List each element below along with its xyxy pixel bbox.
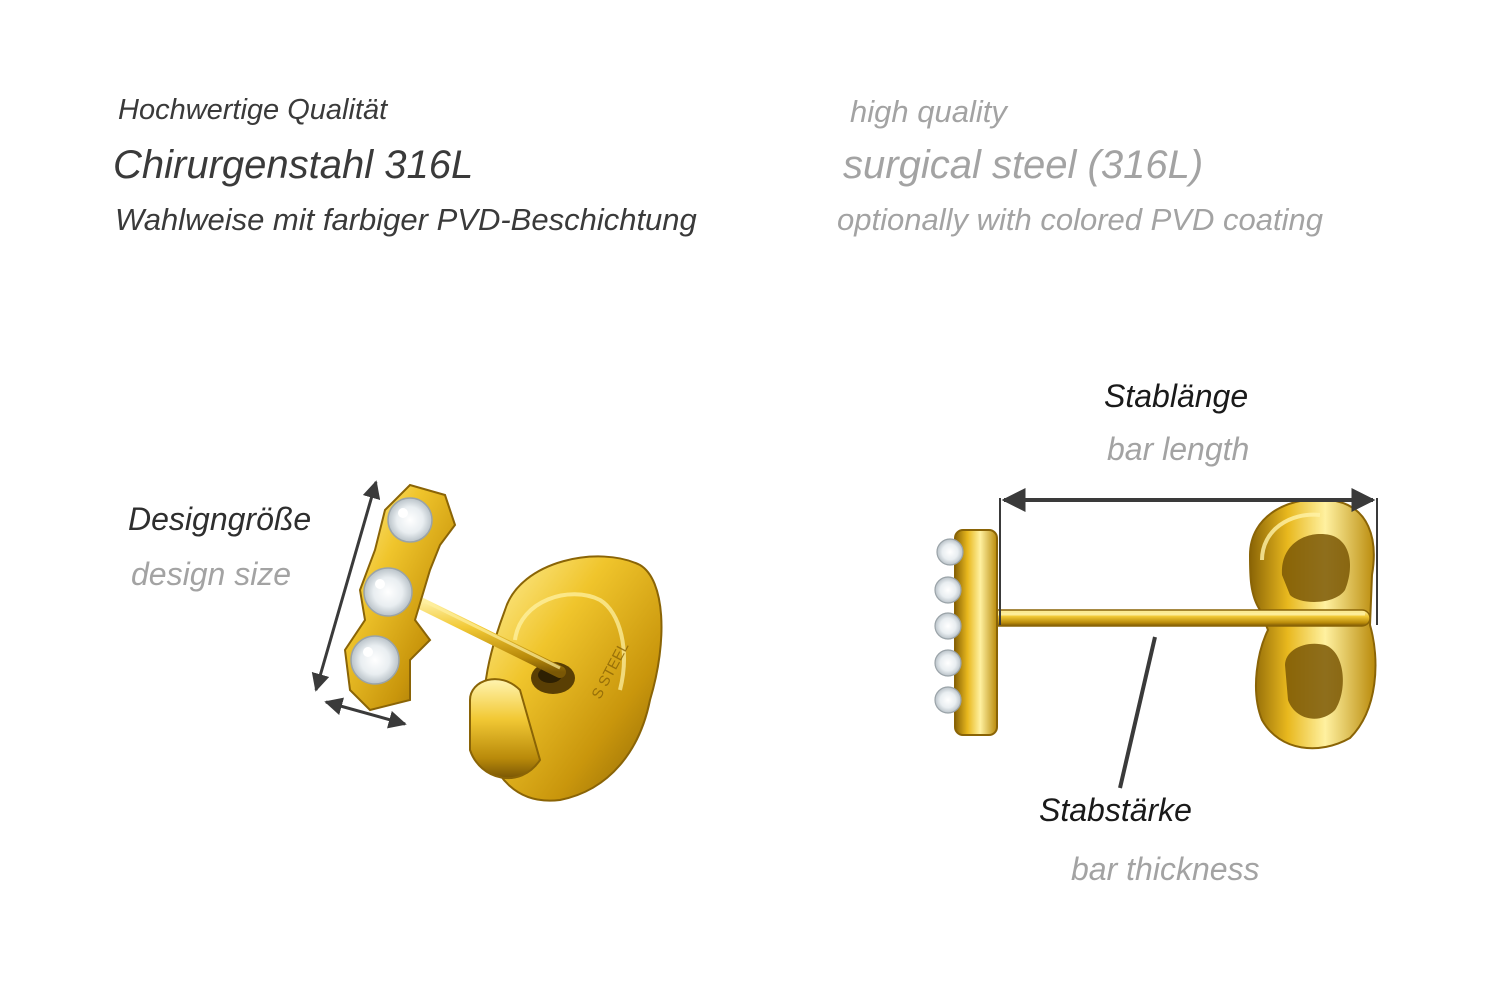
earring-front-side (934, 529, 998, 736)
design-size-arrow-length (311, 480, 381, 692)
bar-thickness-label-en: bar thickness (1071, 851, 1260, 887)
earring-post-angled (404, 592, 566, 678)
header-de-line2: Chirurgenstahl 316L (113, 143, 474, 187)
bar-length-label-en: bar length (1107, 431, 1250, 467)
header-en-line1: high quality (850, 94, 1007, 129)
bar-length-label-de: Stablänge (1104, 378, 1249, 414)
stone-middle (363, 567, 413, 617)
earring-front-design (343, 483, 457, 712)
earring-back-angled: S STEEL (469, 555, 663, 802)
bar-thickness-pointer (1118, 636, 1157, 789)
design-size-label-en: design size (131, 556, 292, 592)
bar-thickness-label-de: Stabstärke (1039, 792, 1192, 828)
earring-angled-view: S STEEL (311, 480, 663, 802)
header-de-line3: Wahlweise mit farbiger PVD-Beschichtung (115, 202, 697, 237)
header-en-line2: surgical steel (316L) (843, 143, 1204, 187)
header-de-line1: Hochwertige Qualität (118, 94, 388, 126)
stone-top (387, 497, 433, 543)
design-size-arrow-width (324, 697, 407, 729)
earring-side-view (934, 488, 1378, 789)
earring-post-side (989, 609, 1371, 627)
stone-bottom (350, 635, 400, 685)
design-size-label-de: Designgröße (128, 501, 312, 537)
header-en-line3: optionally with colored PVD coating (837, 202, 1323, 237)
